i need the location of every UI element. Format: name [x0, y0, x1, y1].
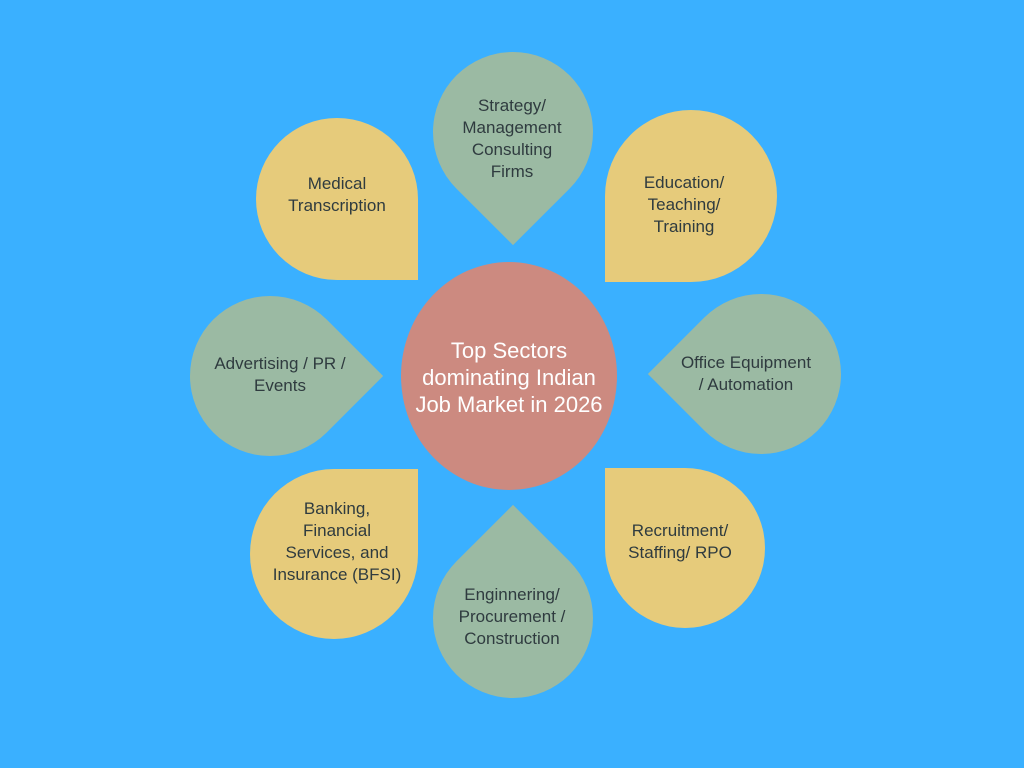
- center-title: Top Sectors dominating Indian Job Market…: [415, 337, 603, 417]
- petal-bfsi-label: Banking, Financial Services, and Insuran…: [272, 499, 402, 584]
- petal-recruitment-label: Recruitment/ Staffing/ RPO: [628, 521, 732, 562]
- petal-advertising-label: Advertising / PR / Events: [214, 354, 346, 395]
- petal-medical-transcription-label: Medical Transcription: [288, 174, 386, 215]
- petal-recruitment-shape: [605, 468, 765, 628]
- petal-bfsi-shape: [250, 469, 418, 639]
- petal-strategy-label: Strategy/ Management Consulting Firms: [462, 96, 562, 181]
- petal-education-label: Education/ Teaching/ Training: [643, 173, 725, 236]
- petal-engineering-label: Enginnering/ Procurement / Construction: [458, 585, 566, 648]
- petal-office-equipment-label: Office Equipment / Automation: [680, 353, 812, 394]
- center-circle: [401, 262, 617, 490]
- petal-education-shape: [605, 110, 777, 282]
- petal-medical-transcription-shape: [256, 118, 418, 280]
